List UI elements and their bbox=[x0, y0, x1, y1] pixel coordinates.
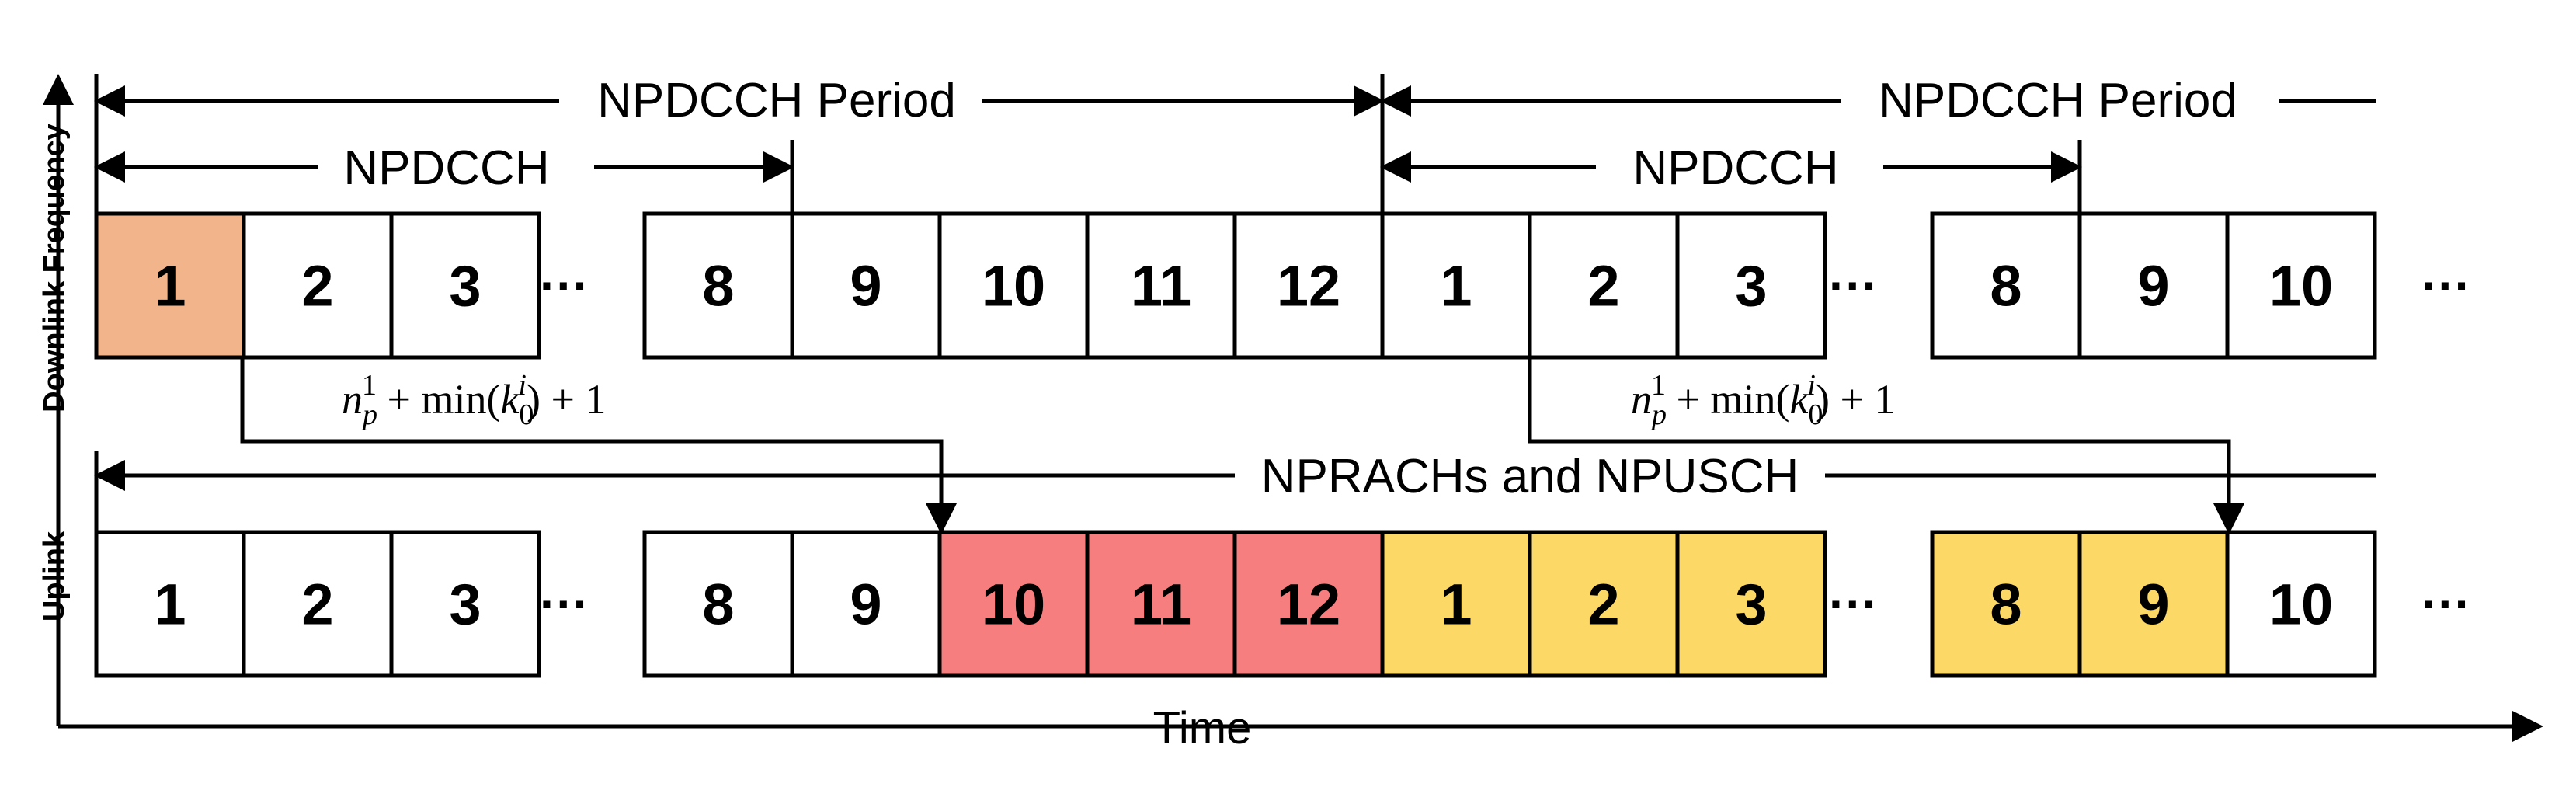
downlink-subframe-cell bbox=[1528, 211, 1680, 360]
downlink-subframe-number: 9 bbox=[850, 254, 881, 318]
formula-k-sub: 0 bbox=[1808, 398, 1823, 431]
uplink-subframe-cell bbox=[1232, 530, 1385, 678]
uplink-subframe-cell bbox=[1085, 530, 1237, 678]
formula-n-sup: 1 bbox=[1651, 369, 1666, 402]
npdcch-1-label: NPDCCH bbox=[343, 141, 549, 195]
delay-arrow-1 bbox=[240, 356, 957, 534]
npdcch-2-label: NPDCCH bbox=[1632, 141, 1838, 195]
uplink-subframe-cell bbox=[2225, 530, 2377, 678]
ellipsis: ··· bbox=[1829, 258, 1879, 314]
downlink-subframe-cell bbox=[389, 211, 541, 360]
downlink-subframe-number: 3 bbox=[1735, 254, 1767, 318]
ellipsis: ··· bbox=[2421, 258, 2471, 314]
delay-formula-1: np1 + min(k0i) + 1 bbox=[342, 369, 606, 431]
uplink-subframe-number: 3 bbox=[1735, 573, 1767, 637]
formula-close: ) + 1 bbox=[1816, 376, 1895, 423]
downlink-subframe-cell bbox=[1930, 211, 2082, 360]
formula-k-sup: i bbox=[1807, 369, 1816, 402]
uplink-subframe-number: 10 bbox=[2269, 573, 2333, 637]
downlink-subframe-number: 12 bbox=[1277, 254, 1340, 318]
downlink-subframe-cell bbox=[790, 211, 942, 360]
period-arrows: NPDCCH Period NPDCCH Period NPDCCH NPDCC… bbox=[94, 74, 2376, 214]
downlink-subframe-number: 3 bbox=[449, 254, 481, 318]
formula-k-sub: 0 bbox=[519, 398, 534, 431]
downlink-subframe-number: 2 bbox=[1587, 254, 1619, 318]
formula-k: k bbox=[1789, 376, 1809, 423]
uplink-span-label: NPRACHs and NPUSCH bbox=[1261, 450, 1799, 503]
downlink-subframe-cell bbox=[2225, 211, 2377, 360]
axes: Downlink Frequency Uplink Time bbox=[38, 74, 2543, 753]
ellipsis: ··· bbox=[540, 576, 589, 632]
time-label: Time bbox=[1153, 703, 1252, 753]
downlink-subframe-number: 2 bbox=[301, 254, 333, 318]
uplink-subframe-number: 12 bbox=[1277, 573, 1340, 637]
ellipsis: ··· bbox=[2421, 576, 2471, 632]
formula-n-sup: 1 bbox=[362, 369, 377, 402]
formula-n: n bbox=[342, 376, 363, 423]
uplink-subframe-number: 10 bbox=[982, 573, 1045, 637]
downlink-subframe-number: 8 bbox=[1990, 254, 2022, 318]
uplink-subframe-number: 9 bbox=[850, 573, 881, 637]
downlink-subframe-cell bbox=[1085, 211, 1237, 360]
downlink-subframe-number: 9 bbox=[2137, 254, 2169, 318]
uplink-subframe-number: 1 bbox=[154, 573, 186, 637]
formula-n-sub: p bbox=[360, 398, 377, 431]
uplink-label: Uplink bbox=[38, 531, 71, 621]
uplink-subframe-cell bbox=[1380, 530, 1532, 678]
ellipsis: ··· bbox=[1829, 576, 1879, 632]
uplink-subframe-cell bbox=[1675, 530, 1827, 678]
uplink-subframe-number: 2 bbox=[301, 573, 333, 637]
downlink-subframe-number: 1 bbox=[154, 254, 186, 318]
downlink-subframe-number: 10 bbox=[982, 254, 1045, 318]
uplink-span: NPRACHs and NPUSCH bbox=[94, 450, 2376, 532]
formula-n: n bbox=[1631, 376, 1652, 423]
scheduling-delay-arrows: np1 + min(k0i) + 1 np1 + min(k0i) + 1 bbox=[240, 356, 2244, 534]
formula-k-sup: i bbox=[518, 369, 527, 402]
formula-k: k bbox=[500, 376, 520, 423]
uplink-subframe-number: 8 bbox=[702, 573, 734, 637]
uplink-subframe-number: 9 bbox=[2137, 573, 2169, 637]
uplink-subframe-number: 11 bbox=[1131, 573, 1191, 637]
svg-text:np1 + min(k0i) + 1: np1 + min(k0i) + 1 bbox=[1631, 369, 1895, 431]
ellipsis: ··· bbox=[540, 258, 589, 314]
downlink-subframe-cell bbox=[242, 211, 394, 360]
period-1-label: NPDCCH Period bbox=[597, 74, 956, 127]
formula-plus-min: + min( bbox=[1666, 376, 1789, 423]
downlink-subframe-number: 10 bbox=[2269, 254, 2333, 318]
formula-n-sub: p bbox=[1650, 398, 1667, 431]
delay-formula-2: np1 + min(k0i) + 1 bbox=[1631, 369, 1895, 431]
uplink-subframe-number: 3 bbox=[449, 573, 481, 637]
formula-plus-min: + min( bbox=[377, 376, 500, 423]
uplink-subframe-cell bbox=[94, 530, 246, 678]
uplink-subframe-cell bbox=[242, 530, 394, 678]
period-2-label: NPDCCH Period bbox=[1879, 74, 2237, 127]
svg-text:np1 + min(k0i) + 1: np1 + min(k0i) + 1 bbox=[342, 369, 606, 431]
uplink-subframe-number: 8 bbox=[1990, 573, 2022, 637]
downlink-subframe-cell bbox=[1675, 211, 1827, 360]
uplink-subframe-number: 1 bbox=[1440, 573, 1472, 637]
downlink-subframe-number: 1 bbox=[1440, 254, 1472, 318]
downlink-subframe-cell bbox=[2077, 211, 2230, 360]
downlink-subframe-number: 8 bbox=[702, 254, 734, 318]
downlink-subframe-cell bbox=[642, 211, 794, 360]
downlink-subframe-number: 11 bbox=[1131, 254, 1191, 318]
downlink-subframe-cell bbox=[937, 211, 1090, 360]
downlink-subframe-cell bbox=[94, 211, 246, 360]
uplink-subframe-cell bbox=[790, 530, 942, 678]
formula-close: ) + 1 bbox=[527, 376, 606, 423]
uplink-subframe-number: 2 bbox=[1587, 573, 1619, 637]
delay-arrow-2 bbox=[1528, 356, 2244, 534]
downlink-frequency-label: Downlink Frequency bbox=[38, 124, 71, 412]
uplink-subframe-cell bbox=[389, 530, 541, 678]
downlink-subframe-cell bbox=[1232, 211, 1385, 360]
